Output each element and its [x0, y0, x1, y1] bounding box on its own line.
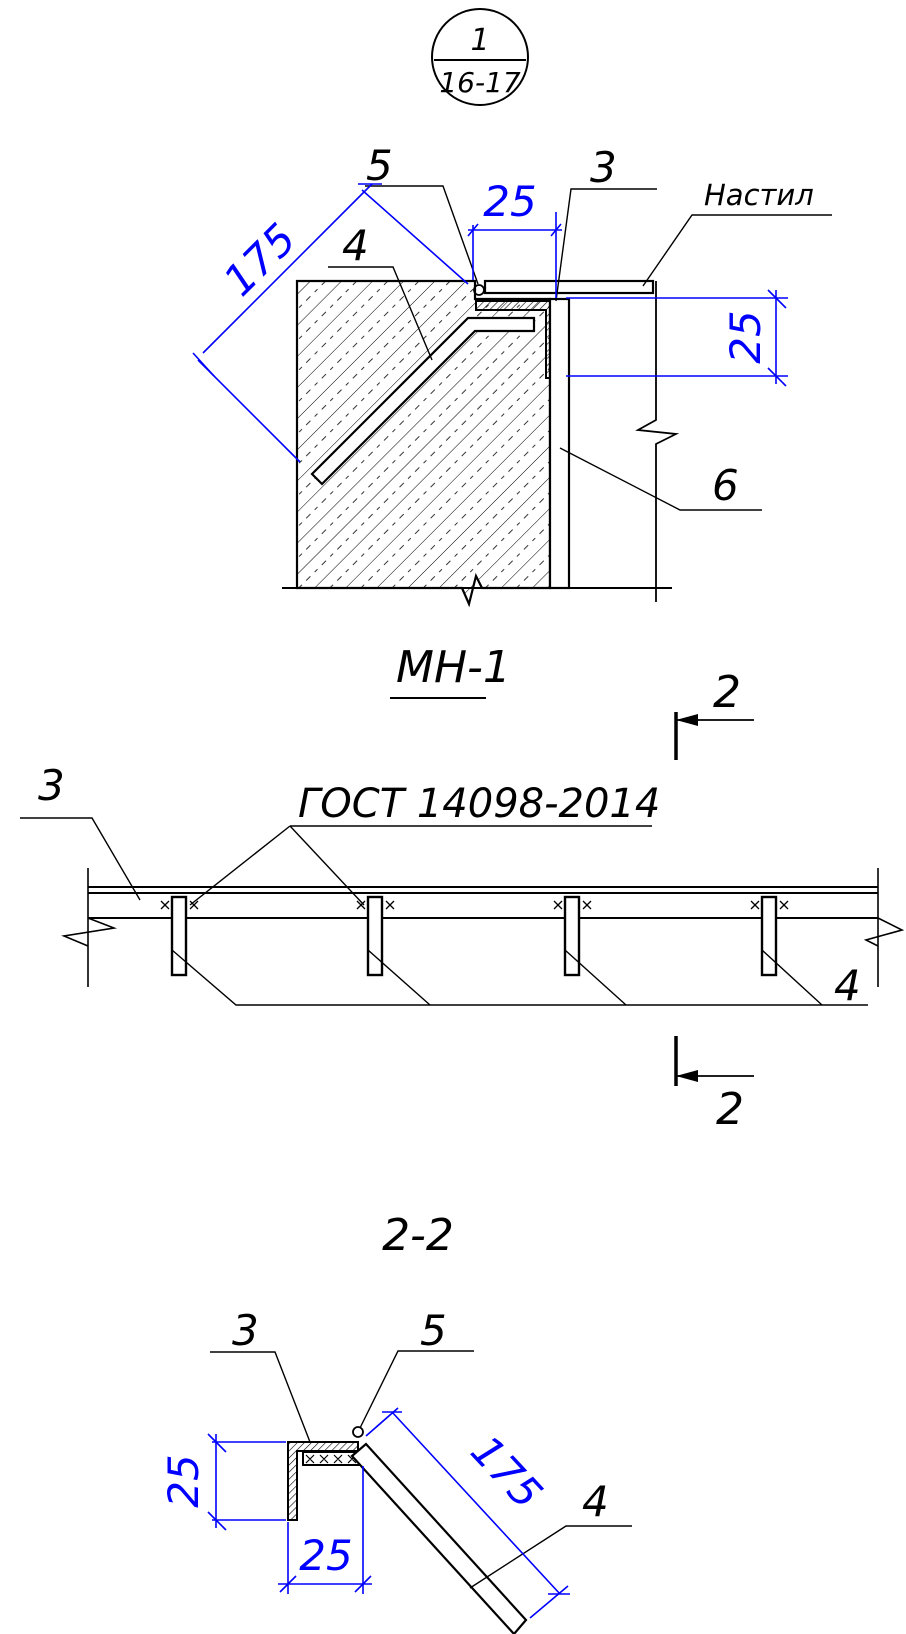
anchor-2 — [366, 895, 384, 977]
callout-3: 3 — [38, 761, 65, 810]
weld-5 — [473, 284, 485, 296]
view-title: МН-1 — [396, 642, 511, 693]
callout-5: 5 — [420, 1306, 447, 1355]
dim-diag-value: 175 — [461, 1426, 552, 1518]
section-1: 5 3 4 6 Настил 25 175 — [192, 141, 832, 608]
view-mn1: МН-1 2 ГОСТ 14098-2014 3 — [20, 642, 905, 1135]
cut-label-bottom: 2 — [716, 1084, 744, 1135]
anchor-1 — [170, 895, 188, 977]
detail-number: 1 — [470, 23, 489, 58]
detail-marker: 1 16-17 — [431, 8, 529, 106]
anchor-rod-4 — [310, 316, 536, 486]
dimension-left: 25 — [159, 1433, 286, 1531]
dim-top-value: 25 — [483, 177, 536, 226]
dim-right-value: 25 — [721, 310, 770, 363]
section-title: 2-2 — [382, 1210, 454, 1261]
cut-marker-bottom: 2 — [674, 1036, 754, 1135]
plate-6 — [548, 297, 571, 590]
callout-5: 5 — [366, 141, 393, 190]
dimension-diagonal: 175 — [365, 1407, 570, 1619]
callout-4: 4 — [342, 221, 369, 270]
section-2-2: 2-2 3 5 4 25 — [159, 1210, 632, 1634]
anchor-3 — [563, 895, 581, 977]
anchor-rod-4 — [350, 1442, 528, 1634]
deck-label: Настил — [704, 178, 814, 212]
dim-bottom-value: 25 — [299, 1531, 352, 1580]
dimension-bottom: 25 — [278, 1466, 372, 1594]
callout-4: 4 — [582, 1477, 609, 1526]
cut-label-top: 2 — [713, 667, 741, 718]
dimension-top: 25 — [467, 177, 562, 298]
callout-6: 6 — [712, 461, 739, 510]
anchor-4 — [760, 895, 778, 977]
standard-label: ГОСТ 14098-2014 — [298, 781, 660, 827]
deck — [483, 279, 655, 295]
callout-4: 4 — [834, 961, 861, 1010]
detail-sheets: 16-17 — [439, 66, 521, 99]
weld-5 — [352, 1426, 364, 1438]
callout-3: 3 — [232, 1306, 259, 1355]
dim-diag-value: 175 — [214, 214, 305, 305]
callout-3: 3 — [590, 143, 617, 192]
dim-left-value: 25 — [159, 1454, 208, 1507]
dimension-right: 25 — [566, 289, 788, 387]
cut-marker-top: 2 — [674, 667, 754, 760]
anchor-row — [160, 895, 789, 977]
